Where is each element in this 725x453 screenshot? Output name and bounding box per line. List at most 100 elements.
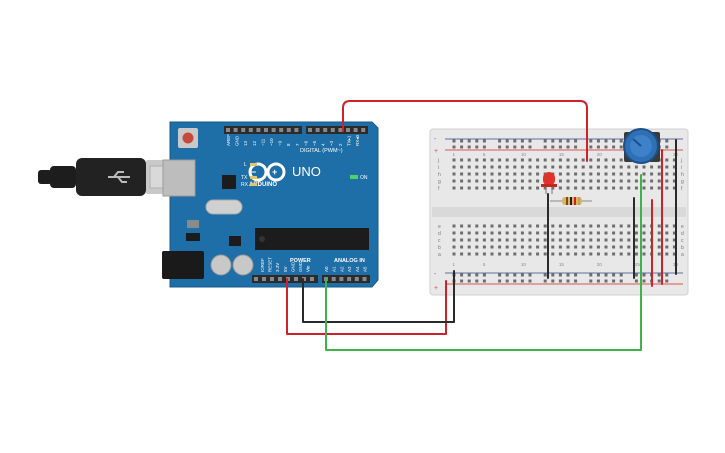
breadboard-hole[interactable] (566, 245, 570, 249)
breadboard-hole[interactable] (657, 252, 661, 256)
rail-hole[interactable] (596, 139, 600, 143)
breadboard-hole[interactable] (665, 231, 669, 235)
breadboard-hole[interactable] (475, 245, 479, 249)
led[interactable] (541, 172, 557, 194)
breadboard-hole[interactable] (482, 224, 486, 228)
breadboard-hole[interactable] (467, 245, 471, 249)
breadboard-hole[interactable] (558, 238, 562, 242)
rail-hole[interactable] (460, 273, 464, 277)
breadboard-hole[interactable] (589, 252, 593, 256)
rail-hole[interactable] (657, 279, 661, 283)
breadboard-hole[interactable] (665, 172, 669, 176)
breadboard-hole[interactable] (665, 224, 669, 228)
breadboard-hole[interactable] (634, 179, 638, 183)
rail-hole[interactable] (596, 273, 600, 277)
breadboard-hole[interactable] (581, 238, 585, 242)
breadboard-hole[interactable] (452, 186, 456, 190)
digital-header[interactable] (224, 126, 302, 134)
breadboard-hole[interactable] (619, 179, 623, 183)
breadboard-hole[interactable] (467, 231, 471, 235)
breadboard-hole[interactable] (528, 238, 532, 242)
breadboard-hole[interactable] (672, 158, 676, 162)
potentiometer[interactable] (623, 128, 660, 164)
rail-hole[interactable] (467, 145, 471, 149)
breadboard-hole[interactable] (528, 179, 532, 183)
breadboard-hole[interactable] (513, 179, 517, 183)
rail-hole[interactable] (528, 273, 532, 277)
breadboard-hole[interactable] (612, 179, 616, 183)
rail-hole[interactable] (558, 279, 562, 283)
breadboard-hole[interactable] (665, 252, 669, 256)
breadboard-hole[interactable] (505, 245, 509, 249)
breadboard-hole[interactable] (482, 238, 486, 242)
rail-hole[interactable] (551, 279, 555, 283)
breadboard-hole[interactable] (672, 165, 676, 169)
breadboard-hole[interactable] (634, 238, 638, 242)
rail-hole[interactable] (566, 145, 570, 149)
breadboard-hole[interactable] (604, 186, 608, 190)
breadboard-hole[interactable] (513, 238, 517, 242)
breadboard-hole[interactable] (566, 158, 570, 162)
breadboard-hole[interactable] (558, 245, 562, 249)
breadboard-hole[interactable] (650, 186, 654, 190)
breadboard-hole[interactable] (672, 224, 676, 228)
breadboard-hole[interactable] (536, 252, 540, 256)
breadboard-hole[interactable] (528, 252, 532, 256)
breadboard-hole[interactable] (536, 186, 540, 190)
breadboard-hole[interactable] (536, 224, 540, 228)
breadboard-hole[interactable] (642, 252, 646, 256)
breadboard-hole[interactable] (589, 179, 593, 183)
breadboard-hole[interactable] (604, 165, 608, 169)
breadboard-hole[interactable] (490, 165, 494, 169)
breadboard-hole[interactable] (498, 165, 502, 169)
breadboard-hole[interactable] (505, 231, 509, 235)
breadboard-hole[interactable] (551, 165, 555, 169)
breadboard-hole[interactable] (528, 224, 532, 228)
breadboard-hole[interactable] (619, 158, 623, 162)
breadboard-hole[interactable] (551, 158, 555, 162)
rail-hole[interactable] (665, 273, 669, 277)
breadboard-hole[interactable] (475, 179, 479, 183)
breadboard-hole[interactable] (604, 231, 608, 235)
rail-hole[interactable] (596, 279, 600, 283)
breadboard-hole[interactable] (536, 158, 540, 162)
breadboard-hole[interactable] (665, 179, 669, 183)
rail-hole[interactable] (528, 279, 532, 283)
breadboard-hole[interactable] (612, 245, 616, 249)
rail-hole[interactable] (460, 139, 464, 143)
rail-hole[interactable] (505, 279, 509, 283)
rail-hole[interactable] (665, 139, 669, 143)
rail-hole[interactable] (574, 139, 578, 143)
breadboard-hole[interactable] (672, 245, 676, 249)
breadboard-hole[interactable] (589, 231, 593, 235)
breadboard-hole[interactable] (589, 245, 593, 249)
breadboard-hole[interactable] (612, 158, 616, 162)
rail-hole[interactable] (558, 139, 562, 143)
breadboard-hole[interactable] (513, 224, 517, 228)
breadboard-hole[interactable] (627, 231, 631, 235)
breadboard-hole[interactable] (475, 158, 479, 162)
breadboard-hole[interactable] (566, 231, 570, 235)
breadboard-hole[interactable] (505, 172, 509, 176)
breadboard-hole[interactable] (467, 165, 471, 169)
breadboard-hole[interactable] (520, 238, 524, 242)
rail-hole[interactable] (604, 145, 608, 149)
breadboard-hole[interactable] (490, 186, 494, 190)
breadboard-hole[interactable] (482, 186, 486, 190)
breadboard-hole[interactable] (612, 224, 616, 228)
breadboard-hole[interactable] (498, 224, 502, 228)
breadboard-hole[interactable] (475, 172, 479, 176)
rail-hole[interactable] (665, 145, 669, 149)
breadboard-hole[interactable] (498, 158, 502, 162)
analog-header[interactable] (322, 275, 370, 283)
breadboard-hole[interactable] (672, 238, 676, 242)
breadboard-hole[interactable] (665, 238, 669, 242)
rail-hole[interactable] (596, 145, 600, 149)
rail-hole[interactable] (589, 279, 593, 283)
rail-hole[interactable] (482, 279, 486, 283)
rail-hole[interactable] (551, 145, 555, 149)
breadboard-hole[interactable] (634, 231, 638, 235)
breadboard-hole[interactable] (460, 158, 464, 162)
breadboard-hole[interactable] (574, 172, 578, 176)
rail-hole[interactable] (475, 145, 479, 149)
